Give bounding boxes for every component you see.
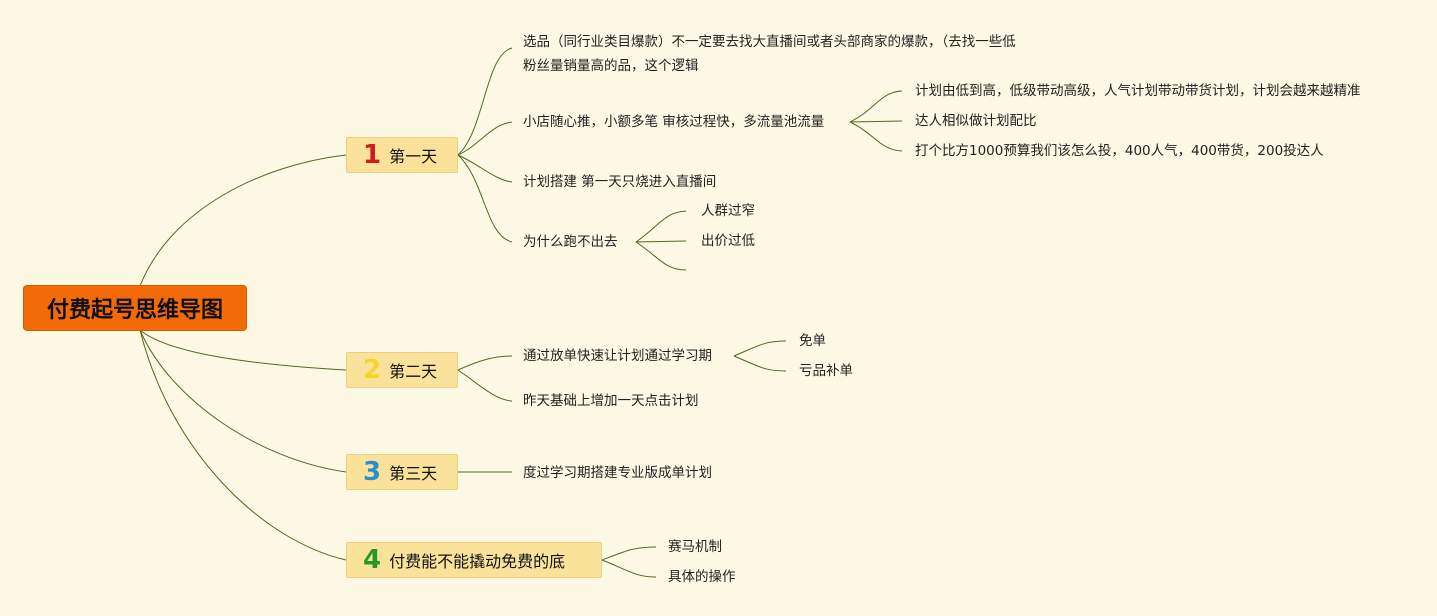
connector-day2-item1 [457, 355, 513, 371]
number-2-icon: 2 [363, 355, 382, 385]
node-item2-child1[interactable]: 计划由低到高，低级带动高级，人气计划带动带货计划，计划会越来越精准 [915, 83, 1361, 99]
node-day3-item1[interactable]: 度过学习期搭建专业版成单计划 [523, 465, 712, 481]
branch-label: 第一天 [389, 147, 438, 166]
node-day4-child2[interactable]: 具体的操作 [668, 569, 736, 585]
node-day2-item1[interactable]: 通过放单快速让计划通过学习期 [523, 348, 712, 364]
connector-root-day3 [139, 329, 347, 473]
number-3-icon: 3 [363, 457, 382, 487]
connector-day2-item2 [457, 369, 513, 402]
branch-label: 第二天 [389, 362, 438, 381]
connector-day1-item2 [457, 121, 513, 156]
root-node[interactable]: 付费起号思维导图 [24, 286, 246, 330]
connector-day4-c1 [601, 546, 657, 561]
branch-day2[interactable]: 2 第二天 [346, 352, 458, 388]
node-day1-item2[interactable]: 小店随心推，小额多笔 审核过程快，多流量池流量 [523, 114, 825, 130]
connector-item4-c2 [635, 240, 687, 243]
node-day2-child2[interactable]: 亏品补单 [799, 363, 853, 379]
node-item2-child2[interactable]: 达人相似做计划配比 [915, 113, 1037, 129]
node-item4-child1[interactable]: 人群过窄 [701, 203, 755, 219]
node-item2-child3[interactable]: 打个比方1000预算我们该怎么投，400人气，400带货，200投达人 [915, 143, 1324, 159]
node-day4-child1[interactable]: 赛马机制 [668, 539, 722, 555]
connector-item2-c1 [849, 90, 903, 123]
node-day1-item4[interactable]: 为什么跑不出去 [523, 234, 618, 250]
branch-day1[interactable]: 1 第一天 [346, 137, 458, 173]
node-item4-child2[interactable]: 出价过低 [701, 233, 755, 249]
connector-root-day2 [139, 329, 347, 371]
connector-item4-c1 [635, 210, 687, 243]
connector-day2-c2 [733, 355, 787, 372]
branch-label: 第三天 [389, 464, 438, 483]
node-day2-item2[interactable]: 昨天基础上增加一天点击计划 [523, 393, 699, 409]
root-title: 付费起号思维导图 [46, 298, 223, 323]
node-day1-item3[interactable]: 计划搭建 第一天只烧进入直播间 [523, 174, 717, 190]
connector-day1-item1 [457, 47, 513, 156]
number-4-icon: 4 [363, 545, 382, 575]
connector-item4-c3 [635, 241, 687, 271]
connector-item2-c2 [849, 120, 903, 123]
connector-day2-c1 [733, 340, 787, 357]
connector-item2-c3 [849, 121, 903, 152]
branch-label: 付费能不能撬动免费的底 [389, 552, 566, 571]
connector-day1-item4 [457, 154, 513, 243]
node-day2-child1[interactable]: 免单 [799, 333, 826, 349]
number-1-icon: 1 [363, 140, 382, 170]
connector-root-day1 [139, 154, 347, 287]
node-day1-item1[interactable]: 选品（同行业类目爆款）不一定要去找大直播间或者头部商家的爆款，（去找一些低粉丝量… [523, 34, 1016, 74]
branch-day4[interactable]: 4 付费能不能撬动免费的底 [346, 542, 602, 578]
connector-day1-item3 [457, 154, 513, 183]
connector-root-day4 [139, 329, 347, 561]
connector-day4-c2 [601, 559, 657, 578]
branch-day3[interactable]: 3 第三天 [346, 454, 458, 490]
